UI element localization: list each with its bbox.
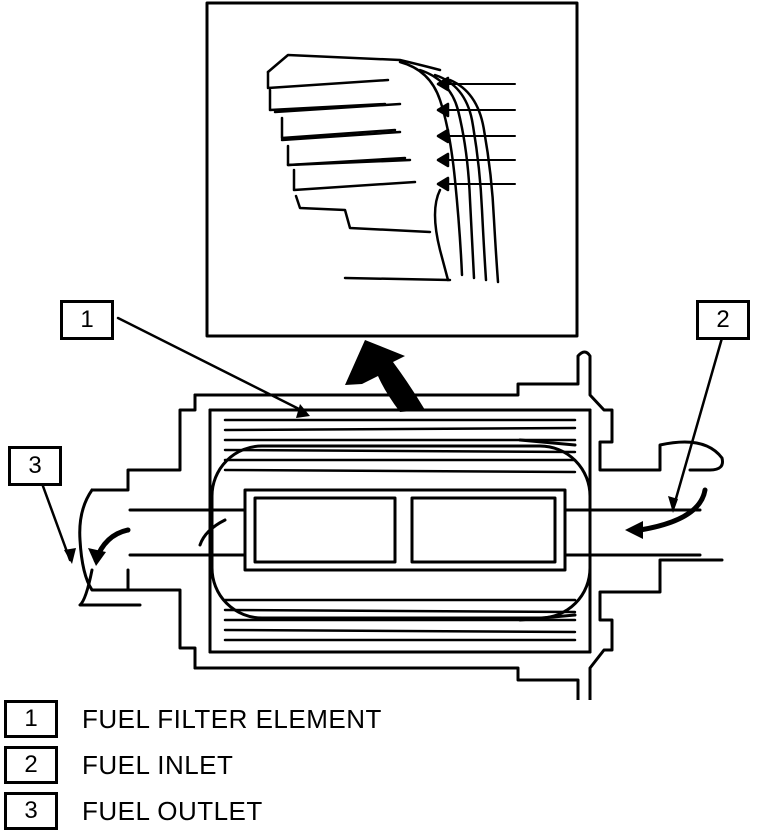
magnify-arrow [345,340,425,412]
legend-text: FUEL FILTER ELEMENT [82,703,382,734]
legend-text: FUEL OUTLET [82,795,263,826]
legend-number: 2 [4,746,58,784]
callout-1: 1 [60,300,114,340]
callout-2: 2 [696,300,750,340]
legend-row-1: 1 FUEL FILTER ELEMENT [4,700,382,738]
detail-inset [205,1,579,338]
fuel-filter-diagram [38,1,724,700]
legend-text: FUEL INLET [82,749,234,780]
callout-3: 3 [8,446,62,486]
legend-row-3: 3 FUEL OUTLET [4,792,263,830]
legend-number: 1 [4,700,58,738]
legend-number: 3 [4,792,58,830]
filter-housing [78,350,724,700]
pleat-detail [266,53,516,284]
legend-row-2: 2 FUEL INLET [4,746,233,784]
